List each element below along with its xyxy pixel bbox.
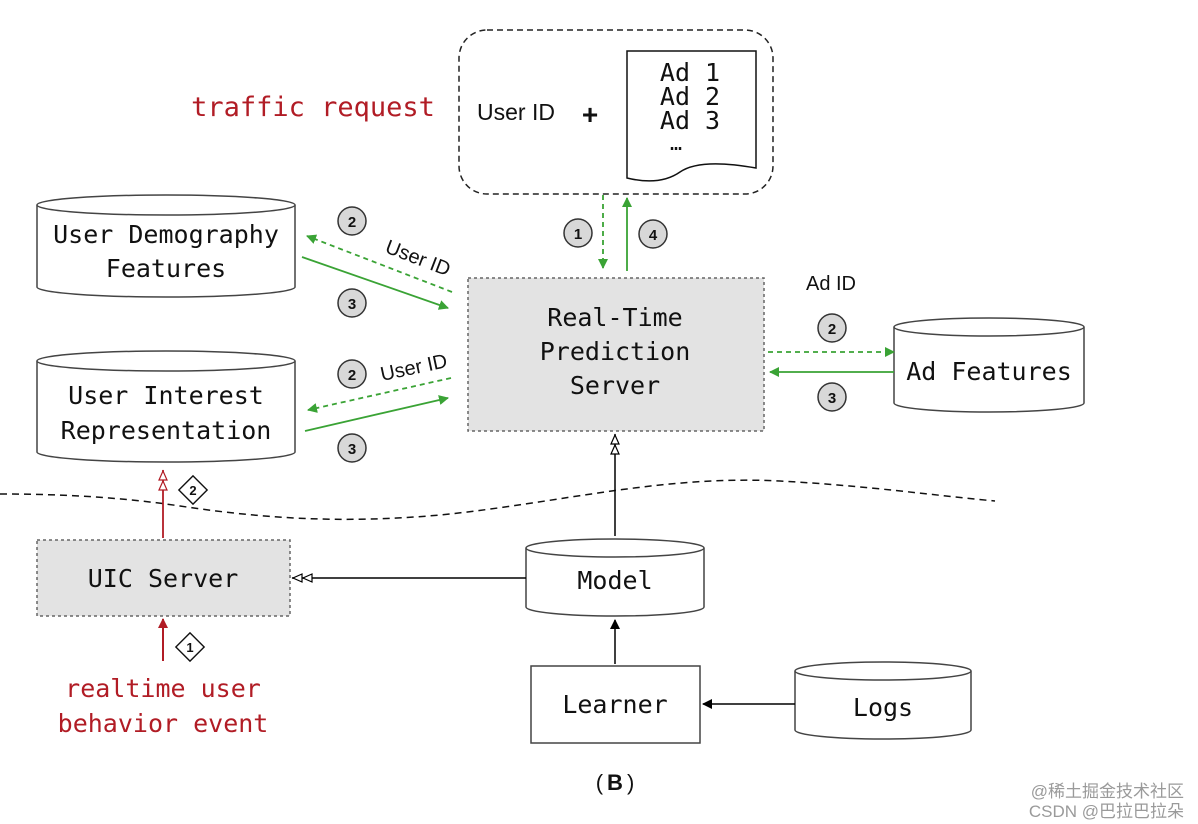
- learner-box: Learner: [530, 665, 701, 744]
- ad-features-db: Ad Features: [893, 317, 1085, 413]
- realtime-event-label-1: realtime user: [65, 674, 261, 703]
- rtp-label-2: Prediction: [540, 337, 691, 366]
- user-interest-label-2: Representation: [61, 416, 272, 445]
- user-interest-label-1: User Interest: [68, 381, 264, 410]
- user-demography-label-1: User Demography: [53, 220, 279, 249]
- request-plus: +: [582, 99, 598, 130]
- ad-list-document: [626, 50, 757, 182]
- svg-text:1: 1: [186, 640, 193, 655]
- svg-text:2: 2: [189, 483, 196, 498]
- user-demography-db: User Demography Features: [36, 194, 296, 298]
- step-badge-1-request: 1: [563, 218, 593, 248]
- edge-demography-to-rtp: [301, 256, 449, 310]
- rtp-label-3: Server: [570, 371, 660, 400]
- request-box: User ID + Ad 1 Ad 2 Ad 3 …: [458, 29, 774, 195]
- request-user-id: User ID: [477, 99, 555, 125]
- ad-item-3: Ad 3: [660, 106, 720, 135]
- svg-text:2: 2: [828, 321, 836, 338]
- step-badge-2-adfeatures: 2: [817, 313, 847, 343]
- svg-text:2: 2: [348, 367, 356, 384]
- traffic-request-label: traffic request: [191, 92, 435, 123]
- ad-item-2: Ad 2: [660, 82, 720, 111]
- step-badge-3-interest: 3: [337, 433, 367, 463]
- edge-rtp-to-demography: [306, 234, 453, 293]
- logs-db: Logs: [794, 661, 972, 740]
- user-interest-db: User Interest Representation: [36, 350, 296, 463]
- model-label: Model: [577, 566, 652, 595]
- realtime-event-label-2: behavior event: [58, 709, 269, 738]
- user-id-label-top: User ID: [382, 236, 453, 281]
- svg-text:2: 2: [348, 214, 356, 231]
- step-badge-2-interest: 2: [337, 359, 367, 389]
- step-badge-2-demography: 2: [337, 206, 367, 236]
- step-badge-3-demography: 3: [337, 288, 367, 318]
- edge-rtp-to-interest: [307, 377, 452, 413]
- ad-features-label: Ad Features: [906, 357, 1072, 386]
- svg-text:4: 4: [649, 227, 658, 244]
- user-demography-label-2: Features: [106, 254, 226, 283]
- watermark-line-2: CSDN @巴拉巴拉朵: [1029, 802, 1184, 821]
- figure-caption: (B): [596, 770, 635, 795]
- step-badge-3-adfeatures: 3: [817, 382, 847, 412]
- uic-server-box: UIC Server: [36, 539, 291, 617]
- logs-label: Logs: [853, 693, 913, 722]
- rtp-label-1: Real-Time: [547, 303, 682, 332]
- svg-text:3: 3: [348, 441, 356, 458]
- model-db: Model: [525, 538, 705, 617]
- step-diamond-2-uic: 2: [177, 474, 209, 506]
- online-offline-separator: [0, 479, 996, 521]
- uic-server-label: UIC Server: [88, 564, 239, 593]
- ad-id-label: Ad ID: [806, 273, 856, 295]
- edge-interest-to-rtp: [304, 395, 449, 432]
- svg-text:3: 3: [348, 296, 356, 313]
- ad-item-1: Ad 1: [660, 58, 720, 87]
- step-badge-4-response: 4: [638, 219, 668, 249]
- ad-item-more: …: [670, 131, 682, 155]
- rtp-server-box: Real-Time Prediction Server: [467, 277, 765, 432]
- svg-text:1: 1: [574, 226, 582, 243]
- step-diamond-1-event: 1: [174, 631, 206, 663]
- watermark-line-1: @稀土掘金技术社区: [1031, 782, 1184, 801]
- learner-label: Learner: [562, 690, 667, 719]
- svg-text:3: 3: [828, 390, 836, 407]
